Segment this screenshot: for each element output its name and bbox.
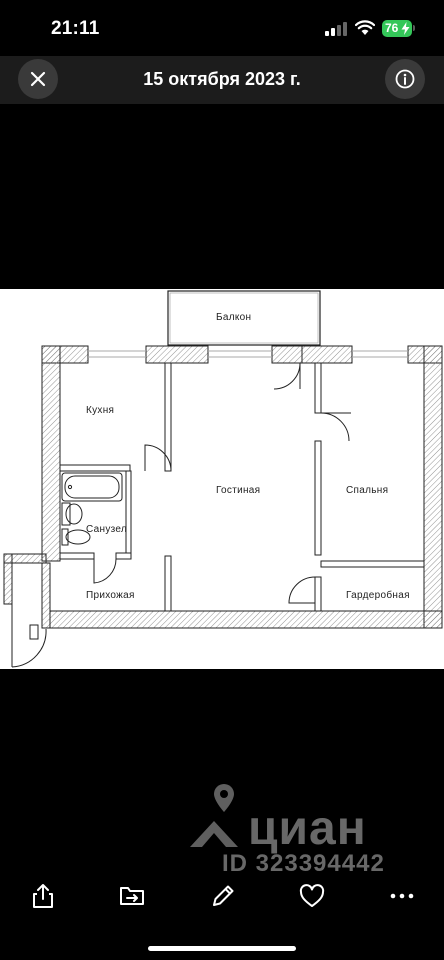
watermark-brand: циан xyxy=(248,802,367,855)
wifi-icon xyxy=(355,20,375,35)
house-logo-icon xyxy=(190,821,238,847)
more-button[interactable] xyxy=(388,882,416,910)
close-icon xyxy=(30,71,46,87)
cellular-signal-icon xyxy=(325,22,347,36)
info-icon xyxy=(395,69,415,89)
status-time: 21:11 xyxy=(51,18,100,39)
room-label-wardrobe: Гардеробная xyxy=(346,590,410,601)
room-label-living: Гостиная xyxy=(216,485,261,496)
heart-icon xyxy=(299,884,325,907)
folder-move-icon xyxy=(120,887,144,905)
status-bar: 21:11 76 xyxy=(0,0,444,56)
share-button[interactable] xyxy=(29,882,57,910)
floorplan-image[interactable]: Балкон Кухня Гостиная Спальня Санузел Пр… xyxy=(0,289,444,669)
room-label-balcony: Балкон xyxy=(216,312,252,323)
battery-level: 76 xyxy=(385,21,399,35)
move-to-album-button[interactable] xyxy=(118,882,146,910)
room-label-bathroom: Санузел xyxy=(86,524,128,535)
floorplan-drawing xyxy=(3,290,443,668)
room-label-kitchen: Кухня xyxy=(86,405,115,416)
map-pin-icon xyxy=(214,784,234,812)
photo-date-title: 15 октября 2023 г. xyxy=(143,69,301,89)
close-button[interactable] xyxy=(18,59,58,99)
pencil-icon xyxy=(213,885,234,906)
edit-button[interactable] xyxy=(209,882,237,910)
room-label-bedroom: Спальня xyxy=(346,485,389,496)
more-icon xyxy=(390,893,414,899)
room-label-hall: Прихожая xyxy=(86,590,135,601)
home-indicator[interactable] xyxy=(148,946,296,951)
favorite-button[interactable] xyxy=(298,882,326,910)
cian-watermark: циан ID 323394442 xyxy=(188,781,428,881)
viewer-header: 15 октября 2023 г. xyxy=(0,56,444,104)
info-button[interactable] xyxy=(385,59,425,99)
charging-bolt-icon xyxy=(401,22,410,35)
battery-tip xyxy=(413,25,415,31)
share-icon xyxy=(33,884,53,908)
bottom-toolbar xyxy=(0,870,444,922)
watermark-listing-id: ID 323394442 xyxy=(222,850,385,877)
battery-indicator: 76 xyxy=(382,20,412,37)
